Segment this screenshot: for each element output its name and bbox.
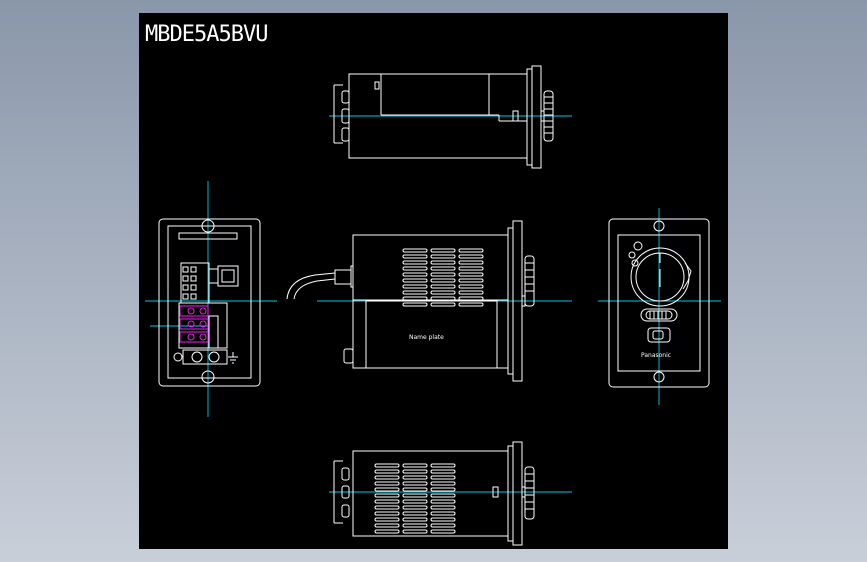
vent-slot (458, 290, 484, 295)
vent-slot (430, 493, 456, 498)
vent-slot (374, 505, 400, 510)
vent-slot (430, 481, 456, 486)
control-panel-view: Panasonic (598, 208, 721, 405)
vent-slot (402, 523, 428, 528)
vent-slot (402, 290, 428, 295)
vent-slot (374, 511, 400, 516)
vent-slot (430, 278, 456, 283)
vent-slot (430, 296, 456, 301)
vent-slot (402, 493, 428, 498)
vent-slot (374, 481, 400, 486)
vent-slot (374, 517, 400, 522)
vent-slot (430, 469, 456, 474)
vent-slot (430, 254, 456, 259)
brand-label: Panasonic (641, 352, 671, 359)
vent-slot (430, 302, 456, 307)
vent-slot (458, 296, 484, 301)
drawing-sheet: MBDE5A5BVU (145, 22, 721, 546)
vent-slot (402, 517, 428, 522)
vent-slot (430, 523, 456, 528)
vent-slot (402, 469, 428, 474)
bottom-view (329, 441, 572, 546)
vent-slot (402, 254, 428, 259)
vent-slot (430, 499, 456, 504)
vent-slot (374, 469, 400, 474)
vent-slot (402, 266, 428, 271)
vent-slot (402, 260, 428, 265)
vent-slot (402, 505, 428, 510)
vent-slot (402, 248, 428, 253)
vent-slot (374, 499, 400, 504)
cad-drawing-canvas[interactable]: MBDE5A5BVU (139, 13, 728, 549)
vent-slot (374, 493, 400, 498)
vent-slot (430, 272, 456, 277)
vent-slot (402, 481, 428, 486)
vent-slot (402, 278, 428, 283)
vent-slot (402, 302, 428, 307)
vent-slot (402, 284, 428, 289)
vent-slot (458, 248, 484, 253)
vent-slot (430, 487, 456, 492)
vent-slot (430, 290, 456, 295)
vent-slot (458, 302, 484, 307)
vent-slot (374, 529, 400, 534)
vent-slot (430, 505, 456, 510)
vent-slot (458, 254, 484, 259)
vent-slot (458, 284, 484, 289)
front-view: Name plate (286, 220, 572, 382)
vent-slot (430, 463, 456, 468)
vent-slot (430, 517, 456, 522)
vent-slot (430, 266, 456, 271)
vent-slot (402, 529, 428, 534)
vent-slot (402, 463, 428, 468)
vent-slot (430, 284, 456, 289)
rear-view (145, 181, 277, 417)
vent-slot (458, 260, 484, 265)
top-view (329, 65, 572, 169)
vent-slot (402, 272, 428, 277)
vent-slot (458, 272, 484, 277)
vent-slot (402, 487, 428, 492)
vent-slot (374, 523, 400, 528)
vent-slot (430, 511, 456, 516)
drawing-title: MBDE5A5BVU (145, 22, 267, 47)
vent-slot (430, 248, 456, 253)
ventilation-slots (402, 248, 484, 307)
vent-slot (430, 529, 456, 534)
vent-slot (374, 487, 400, 492)
vent-slot (402, 475, 428, 480)
vent-slot (430, 475, 456, 480)
vent-slot (402, 511, 428, 516)
vent-slot (374, 475, 400, 480)
vent-slot (402, 296, 428, 301)
nameplate-label: Name plate (409, 334, 444, 341)
vent-slot (430, 260, 456, 265)
vent-slot (402, 499, 428, 504)
ventilation-slots-bottom (374, 463, 456, 534)
vent-slot (458, 278, 484, 283)
vent-slot (374, 463, 400, 468)
vent-slot (458, 266, 484, 271)
